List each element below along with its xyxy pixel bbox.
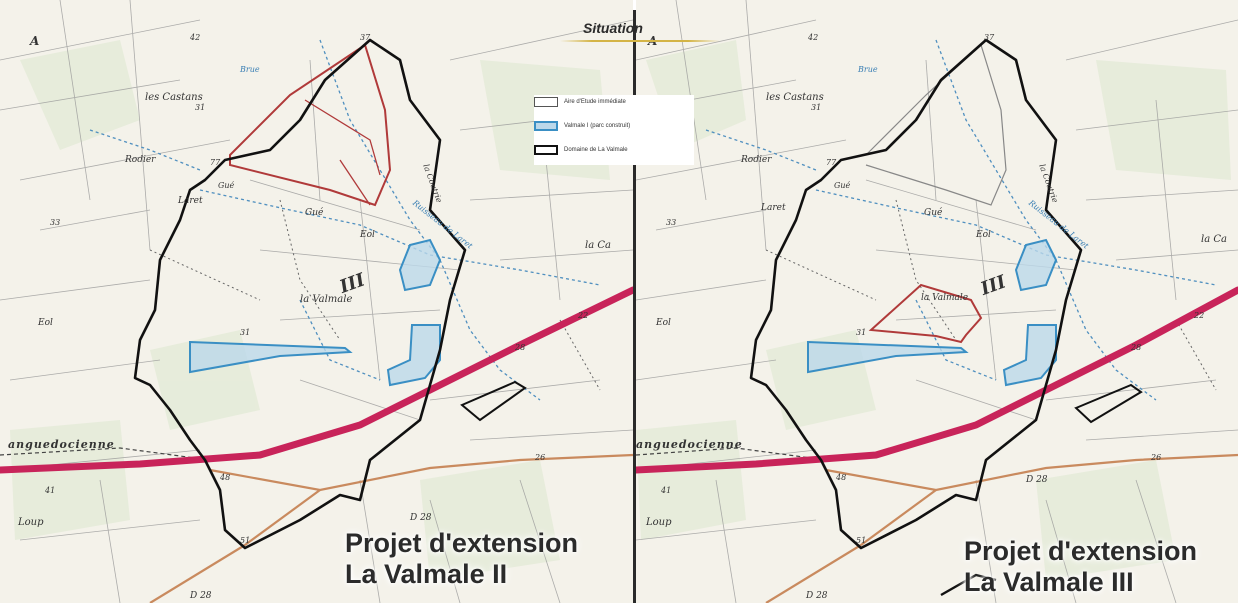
map-background [636,0,1238,603]
label-n77: 77 [210,158,221,167]
label-d28: D 28 [1025,475,1048,485]
label-les-castans: les Castans [766,92,824,103]
label-gue-top: Gué [834,181,851,190]
label-n41: 41 [660,486,671,495]
extension-zone-valmale-ii [229,43,392,207]
label-d28-bottom: D 28 [189,591,212,601]
label-la-ca: la Ca [585,240,611,251]
label-laret: Laret [760,203,786,213]
map-panel-valmale-iii: les Castans Rodier Laret Gué Gué Eol la … [636,0,1238,603]
road-d28 [149,453,633,603]
domain-boundary [133,38,467,550]
label-n28: 28 [514,343,525,352]
legend-item-valmale-i: Valmale I (parc construit) [534,121,694,133]
project-title-valmale-ii: Projet d'extension La Valmale II [345,528,578,590]
label-n77: 77 [826,158,837,167]
label-n37: 37 [360,33,371,42]
label-loup: Loup [645,517,672,528]
label-gue: Gué [924,207,943,218]
situation-title: Situation [583,20,643,36]
label-a: A [29,34,39,48]
map-legend: Aire d'Etude immédiate Valmale I (parc c… [534,95,694,165]
label-loup: Loup [17,517,44,528]
label-n31b: 31 [856,328,866,337]
map-panel-valmale-ii: les Castans Rodier Laret Gué Gué Eol la … [0,0,633,603]
label-n48: 48 [219,473,230,482]
domain-boundary [749,38,1083,550]
label-brue: Brue [857,65,878,74]
boundary-fragment [940,573,997,597]
label-n31: 31 [811,103,821,112]
label-n42: 42 [807,33,818,42]
label-n51: 51 [856,536,866,545]
tracks [149,199,601,391]
label-n28: 28 [1130,343,1141,352]
label-n51: 51 [240,536,250,545]
label-n41: 41 [44,486,55,495]
highway-a9 [0,286,633,474]
label-gue: Gué [305,207,324,218]
label-languedocienne: anguedocienne [8,438,115,451]
label-eol-left: Eol [655,318,671,328]
label-la-valmale: la Valmale [300,294,352,305]
legend-swatch-study-area [534,97,558,107]
label-la-valmale: la Valmale [921,293,968,303]
black-parcel-shape [460,380,527,422]
extension-zone-valmale-iii [868,283,983,344]
black-parcel-shape [1074,383,1143,424]
label-n37: 37 [984,33,995,42]
legend-swatch-domain [534,145,558,155]
label-brue: Brue [239,65,260,74]
map-svg-left: les Castans Rodier Laret Gué Gué Eol la … [0,0,633,603]
project-title-line1: Projet d'extension [345,528,578,558]
existing-park-valmale-i [189,238,442,387]
label-n31: 31 [195,103,205,112]
label-laret: Laret [177,196,203,206]
project-title-line1: Projet d'extension [964,536,1197,566]
legend-label-study-area: Aire d'Etude immédiate [564,99,626,105]
label-eol-top: Eol [359,230,375,240]
label-n31b: 31 [240,328,250,337]
label-d28-bottom: D 28 [805,591,828,601]
railway-line [0,447,211,461]
legend-item-study-area: Aire d'Etude immédiate [534,97,694,109]
label-eol-top: Eol [975,230,991,240]
label-n33: 33 [50,218,60,227]
legend-label-domain: Domaine de La Valmale [564,147,628,153]
panel-divider [633,10,636,603]
situation-underline [560,40,720,42]
label-n22: 22 [577,311,588,320]
road-d28 [765,453,1238,603]
label-n26: 26 [534,453,545,462]
label-rodier: Rodier [124,155,156,165]
label-n22: 22 [1193,311,1204,320]
map-svg-right: les Castans Rodier Laret Gué Gué Eol la … [636,0,1238,603]
label-n48: 48 [835,473,846,482]
label-rodier: Rodier [740,155,772,165]
label-n33: 33 [666,218,676,227]
tracks [765,199,1217,391]
railway-line [636,447,827,461]
label-n26: 26 [1150,453,1161,462]
label-n42: 42 [189,33,200,42]
project-title-valmale-iii: Projet d'extension La Valmale III [964,536,1197,598]
legend-swatch-valmale-i [534,121,558,131]
streams [705,39,1217,401]
legend-label-valmale-i: Valmale I (parc construit) [564,123,631,129]
study-area-lines [865,43,1007,206]
label-la-ca: la Ca [1201,234,1227,245]
existing-park-valmale-i [807,238,1058,387]
label-gue-top: Gué [218,181,235,190]
label-d28: D 28 [409,513,432,523]
highway-a9 [636,286,1238,474]
legend-item-domain: Domaine de La Valmale [534,145,694,157]
label-eol-left: Eol [37,318,53,328]
label-les-castans: les Castans [145,92,203,103]
project-title-line2: La Valmale II [345,559,508,589]
label-languedocienne: anguedocienne [636,438,743,451]
project-title-line2: La Valmale III [964,567,1134,597]
